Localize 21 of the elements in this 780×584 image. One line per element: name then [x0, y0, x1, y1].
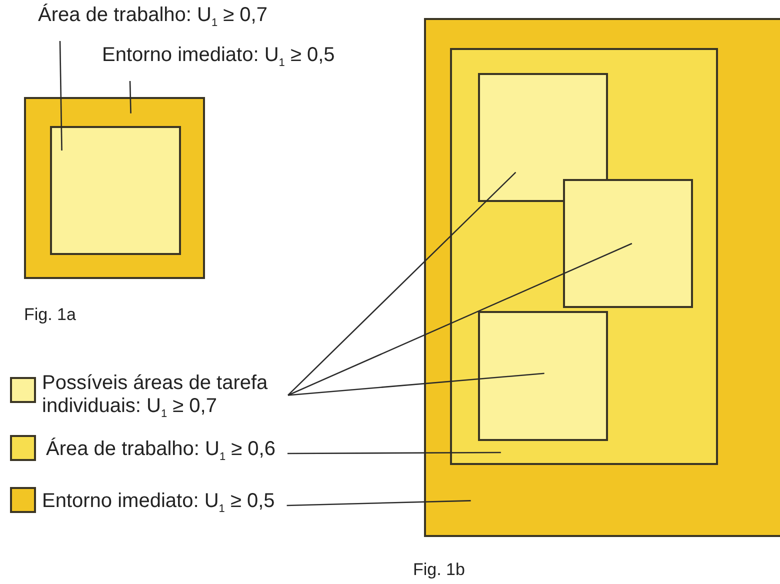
region-rectangle: [563, 179, 693, 308]
leader-line: [288, 172, 516, 396]
region-rectangle: [450, 48, 718, 465]
leader-text: Área de trabalho: U$_{1}$ ≥ 0,7: [38, 4, 268, 35]
region-rectangle: [24, 97, 205, 279]
leader-text: Entorno imediato: U$_{1}$ ≥ 0,5: [102, 44, 335, 75]
leader-line: [286, 500, 471, 506]
leader-text: Possíveis áreas de tarefa individuais: U$_{1}$ ≥ 0,7: [42, 372, 288, 426]
leader-line: [288, 372, 544, 396]
region-rectangle: [478, 311, 608, 441]
leader-text: Área de trabalho: U$_{1}$ ≥ 0,6: [46, 438, 276, 469]
leader-line: [288, 242, 632, 396]
region-rectangle: [424, 18, 780, 537]
figure-label: Fig. 1a: [24, 305, 76, 325]
leader-line: [59, 40, 62, 151]
leader-text: Entorno imediato: U$_{1}$ ≥ 0,5: [42, 490, 275, 521]
leader-line: [287, 452, 501, 454]
region-rectangle: [50, 126, 181, 255]
region-rectangle: [478, 73, 608, 202]
leader-line: [129, 80, 132, 114]
figure-label: Fig. 1b: [413, 560, 465, 580]
